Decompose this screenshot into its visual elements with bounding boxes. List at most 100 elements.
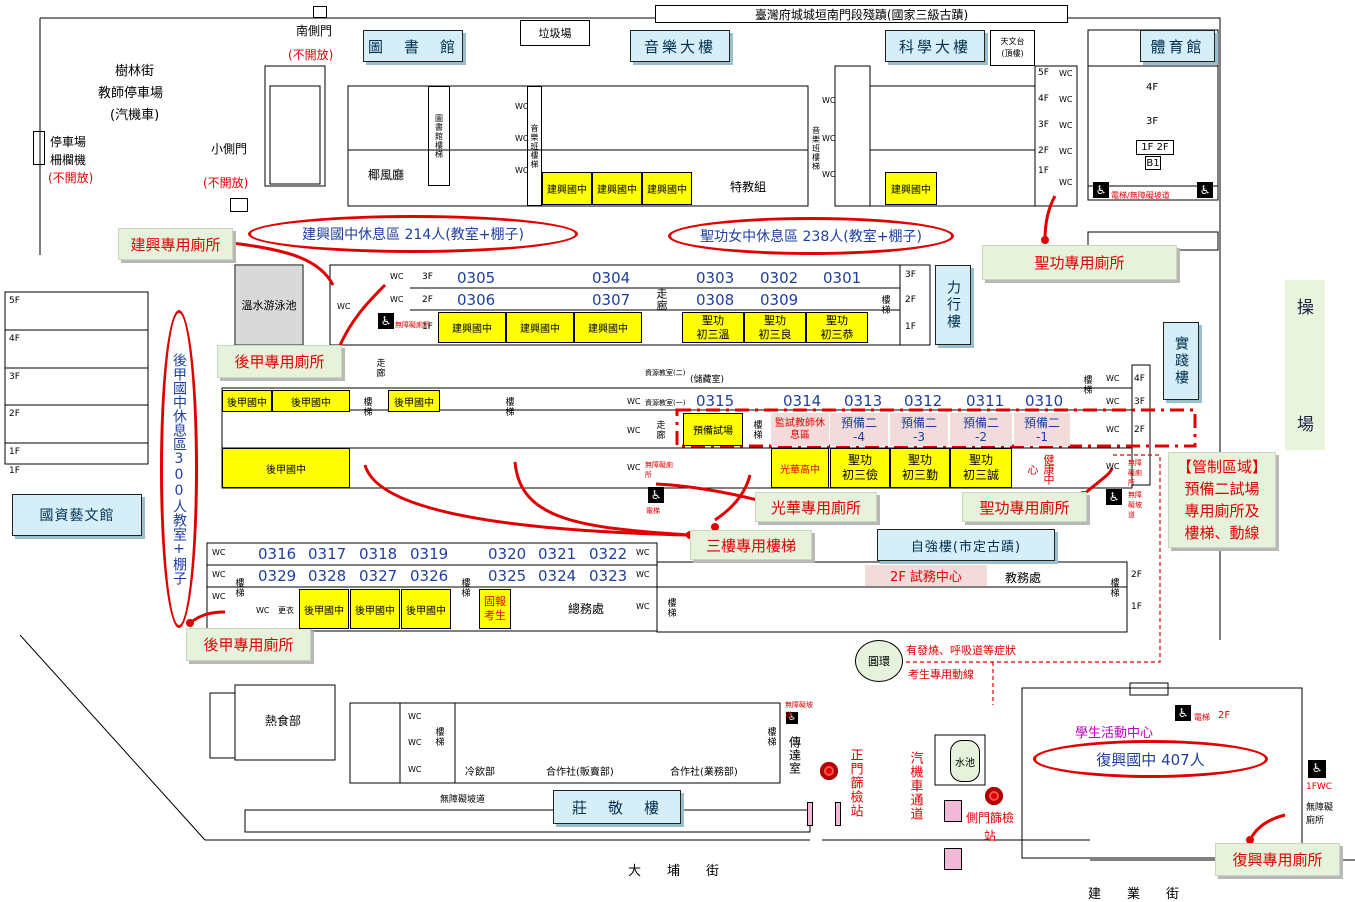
coconut-hall: 椰風廳 [368, 168, 405, 182]
student-center: 學生活動中心 [1075, 726, 1154, 741]
elevator-label: 電梯 [646, 507, 660, 515]
wc-label: WC [822, 134, 836, 143]
toilet-shenggong-2: 聖功專用廁所 [962, 492, 1087, 522]
wc-label: WC [1106, 425, 1120, 434]
prep-room: 預備試場 [683, 413, 743, 446]
parking-closed: (不開放) [48, 171, 94, 185]
floor-label: 2F [1134, 425, 1145, 435]
resource-room-1: 資源教室(一) [645, 399, 686, 407]
wc-label: WC [390, 295, 404, 304]
room-number: 0301 [823, 269, 862, 287]
gate-post [807, 802, 813, 826]
exam-room: 後甲國中 [299, 589, 349, 629]
room-number: 0314 [783, 392, 822, 410]
resource-room-2: 資源教室(二) [645, 369, 686, 377]
exam-room: 建興國中 [542, 172, 592, 205]
gate-post [944, 800, 962, 822]
accessible-toilet: 無障礙廁所 [1128, 459, 1142, 487]
playground-label-2: 場 [1297, 415, 1314, 435]
health-center: 健康中心 [1026, 454, 1055, 484]
wc-label: WC [627, 397, 641, 406]
building-zhuangjing: 莊 敬 樓 [553, 790, 681, 824]
floor-label: 3F [422, 272, 433, 282]
room-number: 0322 [589, 545, 628, 563]
room-number: 0308 [696, 291, 735, 309]
wc-label: WC [337, 302, 351, 311]
toilet-jianxing: 建興專用廁所 [118, 228, 233, 260]
cold-drink: 冷飲部 [465, 767, 495, 778]
exam-room: 建興國中 [592, 172, 642, 205]
wc-label: WC [515, 134, 529, 143]
toilet-houjia-bottom: 後甲專用廁所 [186, 628, 311, 661]
south-gate-closed: (不開放) [288, 48, 334, 62]
floor-label: 1F [905, 322, 916, 332]
floor-label: 2F [422, 295, 433, 305]
room-number: 0313 [844, 392, 883, 410]
parking-gate-label1: 停車場 [50, 135, 87, 149]
observatory: 天文台 (頂樓) [990, 30, 1035, 66]
accessible-toilet: 無障礙廁所 [1306, 803, 1334, 826]
wc-label: WC [1059, 95, 1073, 104]
exam-room: 聖功 初三誠 [950, 448, 1012, 488]
room-number: 0303 [696, 269, 735, 287]
toilet-guanghua: 光華專用廁所 [755, 492, 877, 522]
room-number: 0325 [488, 567, 527, 585]
playground [1285, 280, 1325, 450]
wc-label: WC [636, 602, 650, 611]
floor-label: 1F [422, 322, 433, 332]
music-stairs-2: 音樂班樓梯 [811, 125, 821, 171]
room-number: 0309 [760, 291, 799, 309]
floor-label: 2F [1038, 146, 1049, 156]
accessible-icon: ♿ [1308, 760, 1326, 778]
wc-label: WC [627, 463, 641, 472]
room-number: 0329 [258, 567, 297, 585]
room-number: 0304 [592, 269, 631, 287]
accessible-toilet: 無障礙廁所 [395, 321, 430, 329]
room-number: 0317 [308, 545, 347, 563]
accessible-ramp: 無障礙坡道 [785, 701, 813, 719]
wc-label: WC [408, 712, 422, 721]
stairs: 樓梯 [751, 420, 762, 440]
floor-label: 1F [1038, 166, 1049, 176]
building-art: 國資藝文館 [12, 494, 142, 536]
prep-room: 預備二 -2 [950, 413, 1012, 446]
fever-route: 有發燒、呼吸道等症狀 [906, 644, 1016, 657]
floor-label: 2F [9, 409, 20, 419]
stairs: 樓梯 [361, 397, 372, 417]
room-number: 0311 [966, 392, 1005, 410]
rest-area-houjia: 後甲國中休息區300人教室+棚子 [160, 310, 198, 628]
floor-label: 4F [1134, 374, 1145, 384]
controlled-area: 【管制區域】 預備二試場 專用廁所及 樓梯、動線 [1168, 452, 1276, 548]
dapu-street: 大 埔 街 [628, 864, 720, 879]
coop-business: 合作社(業務部) [670, 767, 738, 778]
accessible-ramp: 無障礙坡道 [1128, 491, 1142, 519]
wc-label: WC [636, 548, 650, 557]
room-number: 0315 [696, 392, 735, 410]
exam-room: 後甲國中 [388, 390, 440, 412]
parking-gate-box [33, 131, 45, 165]
wc-label: WC [212, 570, 226, 579]
room-number: 0321 [538, 545, 577, 563]
exam-room: 光華高中 [771, 448, 829, 488]
room-number: 0307 [592, 291, 631, 309]
wc-1f: 1FWC [1306, 782, 1333, 792]
accessible-icon: ♿ [378, 313, 394, 329]
toilet-shenggong: 聖功專用廁所 [982, 245, 1177, 280]
small-gate: 小側門 [211, 142, 248, 156]
exam-center: 2F 試務中心 [865, 565, 987, 586]
gate-post [944, 848, 962, 870]
room-number: 0302 [760, 269, 799, 287]
map-title: 臺灣府城城垣南門段殘蹟(國家三級古蹟) [655, 5, 1068, 23]
music-stairs: 音樂班樓梯 [527, 86, 542, 206]
roundabout: 圓環 [855, 640, 903, 682]
wc-label: WC [256, 606, 270, 615]
toilet-houjia-top: 後甲專用廁所 [217, 345, 342, 378]
playground-label: 操 [1297, 298, 1314, 318]
stairs: 樓梯 [765, 727, 776, 747]
library-stairs: 圖書館樓梯 [428, 86, 450, 186]
exam-room: 建興國中 [506, 312, 574, 343]
wc-label: WC [636, 570, 650, 579]
room-number: 0328 [308, 567, 347, 585]
accessible-icon: ♿ [786, 712, 798, 724]
exam-room: 後甲國中 [401, 589, 451, 629]
